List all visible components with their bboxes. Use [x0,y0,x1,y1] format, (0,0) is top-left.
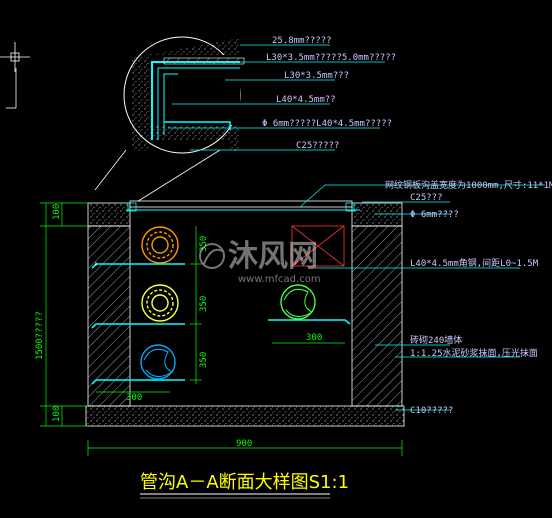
detail-bubble [94,36,245,204]
cable-brackets [91,262,351,385]
pipe-yellow [141,284,179,322]
section-callout-angle: L40*4.5mm角钢,间距L0~1.5M [410,257,539,269]
anchor-box [291,225,345,267]
dim-spacing-3: 350 [199,352,209,368]
detail-callout-2: L30*3.5mm?????5.0mm????? [266,53,396,63]
pipe-orange [141,226,179,264]
pipe-green [280,284,316,320]
watermark-url: www.mfcad.com [238,274,321,285]
detail-callout-5: Φ 6mm?????L40*4.5mm????? [262,119,392,129]
dimension-lines [40,202,403,456]
top-slab [87,200,403,227]
dim-bracket-right: 300 [306,333,322,343]
ucs-axis-icon [6,68,17,109]
detail-callout-3: L30*3.5mm??? [284,71,349,81]
dim-total-height: 1500????? [35,311,45,360]
dim-spacing-2: 350 [199,296,209,312]
section-callout-c10: C10????? [410,406,453,416]
section-leaders [299,184,545,411]
dim-bottom-slab: 100 [52,406,62,422]
dim-bracket-left: 300 [126,393,142,403]
section-callout-cover: 网纹钢板沟盖宽度为1000mm,尺寸:11*1M/每块 [385,179,552,191]
watermark: 沐风网 www.mfcad.com [199,239,321,285]
section-callout-plaster: 1:1.25水泥砂浆抹面,压光抹面 [410,347,538,359]
watermark-brand: 沐风网 [228,239,318,274]
page-title: 管沟A－A断面大样图S1:1 [140,472,349,493]
detail-callout-6: C25????? [296,141,339,151]
dim-spacing-1: 350 [199,236,209,252]
crosshair-icon [0,42,30,72]
section-callout-wall: 砖砌240墙体 [410,334,462,346]
section-callout-rebar: Φ 6mm???? [410,210,459,220]
bottom-slab [85,405,405,427]
dim-width: 900 [236,439,252,449]
detail-callout-4: L40*4.5mm?? [276,95,336,105]
section-callout-c25: C25??? [410,193,443,203]
brick-walls [87,225,403,407]
detail-callout-1: 25.8mm????? [272,36,332,46]
dim-top-slab: 100 [52,204,62,220]
pipe-blue [140,344,176,380]
detail-leaders [168,44,385,151]
logo-icon [199,243,225,269]
